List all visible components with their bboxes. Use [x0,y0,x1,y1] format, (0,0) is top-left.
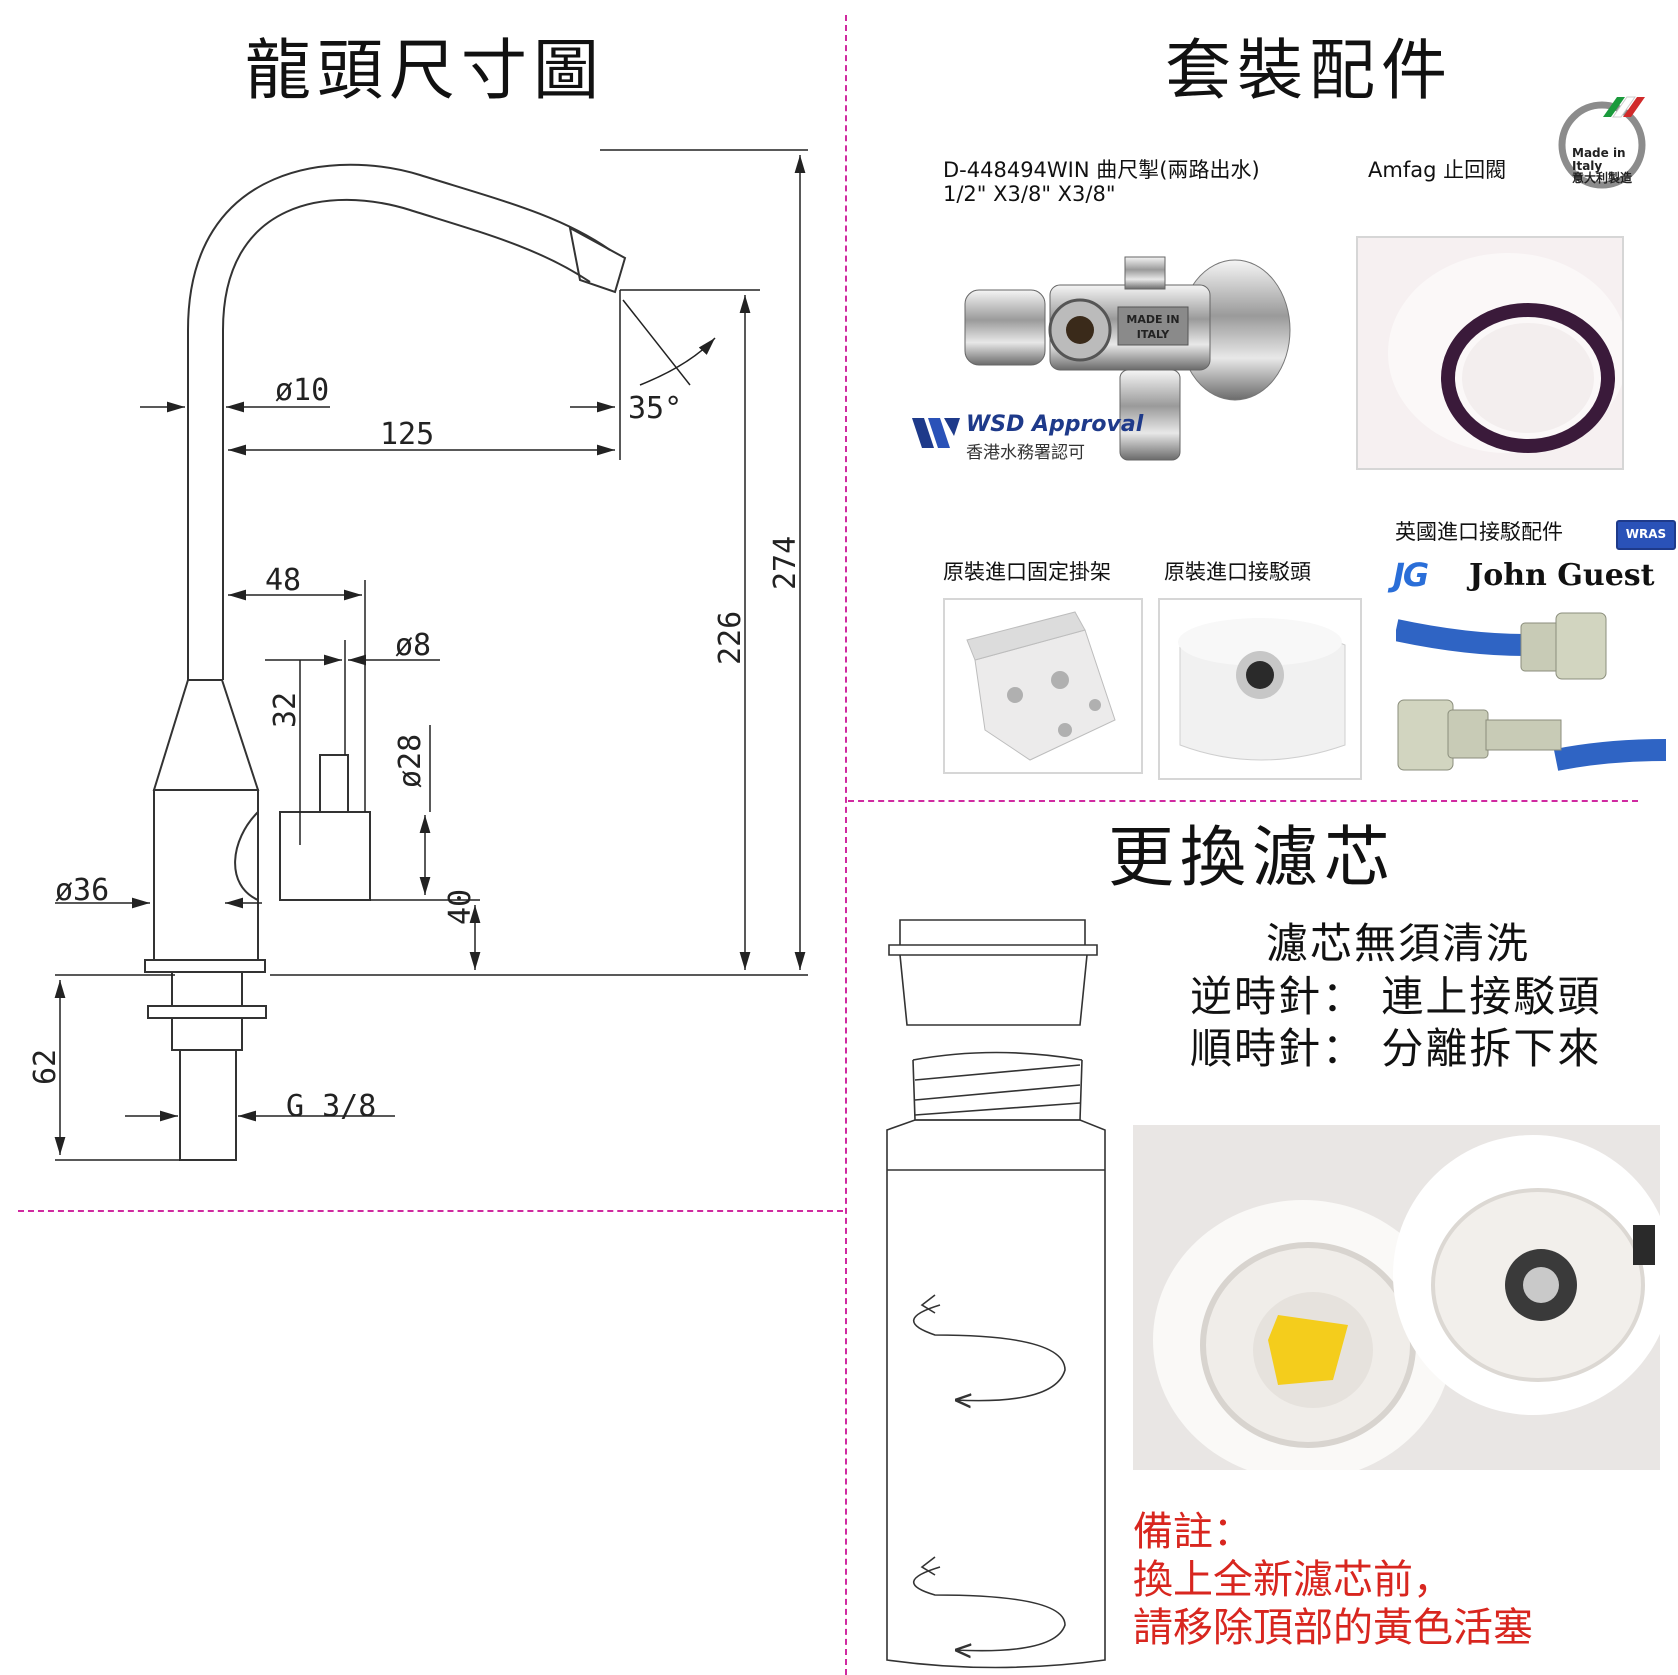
filter-cap-top [899,919,1086,945]
faucet-drawing: ø10 125 35° 48 ø8 ø36 G 3/8 274 226 32 ø… [28,149,808,1161]
lock-nut-lower [171,1017,243,1051]
note-line-2: 請移除頂部的黃色活塞 [1133,1605,1533,1651]
dim-spout-diameter: ø10 [275,373,329,408]
connector-label: 原裝進口接駁頭 [1164,560,1311,584]
divider-horizontal-left [18,1210,843,1212]
john-guest-fittings-photo [1396,612,1666,771]
rotate-clockwise-arrow [912,1566,1066,1651]
jg-logo-icon: JG [1393,556,1429,594]
check-valve-photo [1356,236,1624,470]
dim-total-height: 274 [768,536,803,590]
bracket-label: 原裝進口固定掛架 [943,560,1111,584]
instruction-no-wash: 濾芯無須清洗 [1266,919,1531,968]
spout-outer [187,163,611,680]
spout-inner [222,199,591,680]
valve-stamp-made-in: MADE IN [1126,313,1179,326]
filter-head-image [1153,1135,1660,1470]
dim-handle-offset: 48 [265,563,301,598]
dim-reach: 125 [380,417,434,452]
john-guest-logo: JG John Guest [1393,556,1655,594]
connector-image [1178,618,1346,761]
dim-body-diameter: ø36 [55,873,109,908]
handle-block [279,811,371,901]
angle-valve-photo: MADE IN ITALY [964,256,1291,461]
filter-cap-rim [888,944,1098,956]
replace-filter-title: 更換濾芯 [1108,819,1396,896]
connector-photo [1158,598,1362,780]
check-valve-label: Amfag 止回閥 [1368,158,1507,182]
dim-spout-angle: 35° [628,391,682,426]
bracket-photo [943,598,1143,774]
handle-lever [319,754,349,813]
replacement-note: 備註： 換上全新濾芯前， 請移除頂部的黃色活塞 [1133,1508,1533,1652]
threaded-shank [179,1049,237,1161]
body-cone [152,679,260,791]
faucet-dimensions-title: 龍頭尺寸圖 [245,32,605,109]
italy-badge-icon [1558,96,1646,189]
note-heading: 備註： [1133,1509,1253,1555]
dim-lever-diameter: ø8 [395,628,431,663]
instruction-counterclockwise: 逆時針： 連上接駁頭 [1190,971,1602,1021]
wras-badge: WRAS [1616,520,1676,550]
handle-curve [234,811,259,901]
divider-horizontal-right [848,800,1638,802]
note-line-1: 換上全新濾芯前， [1133,1557,1453,1603]
filter-drawing [886,919,1106,1669]
wsd-logo-icon [912,418,960,448]
check-valve-image [1388,253,1622,453]
made-in-italy-badge: Made in Italy 意大利製造 [1555,95,1650,190]
valve-stamp-italy: ITALY [1137,328,1171,341]
body-cylinder [153,789,259,961]
base-plate [144,959,266,973]
filter-instructions: 濾芯無須清洗 逆時針： 連上接駁頭 順時針： 分離拆下來 [1190,918,1601,1076]
angle-valve-label: D-448494WIN 曲尺掣(兩路出水) 1/2" X3/8" X3/8" [943,158,1260,207]
lock-nut-upper [171,971,243,1007]
kit-accessories-title: 套裝配件 [1165,32,1453,109]
spout-tip [568,226,627,294]
filter-head-photo [1133,1125,1660,1470]
dim-handle-diameter: ø28 [393,734,428,788]
washer [147,1005,267,1019]
rotate-counterclockwise-arrow [912,1304,1066,1401]
bracket-image [966,611,1116,761]
dim-shank-length: 62 [28,1049,63,1085]
dim-handle-height: 40 [443,889,478,925]
filter-cartridge-body [886,1119,1106,1669]
divider-vertical [845,15,847,1675]
filter-thread-neck [912,1059,1083,1121]
dim-thread: G 3/8 [286,1089,376,1124]
dim-outlet-height: 226 [713,611,748,665]
dim-lever-length: 32 [268,692,303,728]
uk-fittings-label: 英國進口接駁配件 [1395,520,1563,544]
filter-cap-body [899,954,1088,1026]
instruction-clockwise: 順時針： 分離拆下來 [1190,1024,1602,1073]
